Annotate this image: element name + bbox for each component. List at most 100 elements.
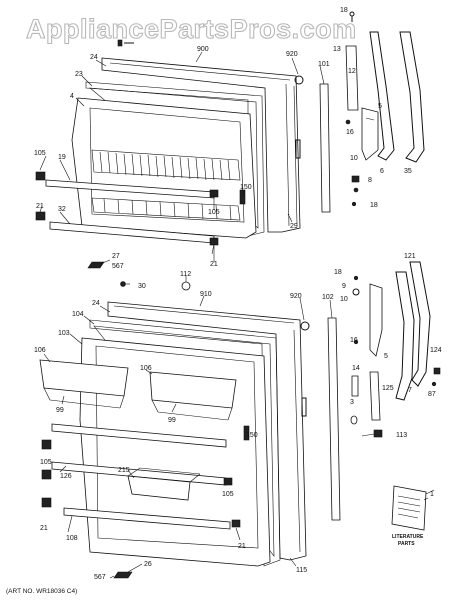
callout-567: 567: [94, 574, 106, 581]
callout-910: 910: [200, 291, 212, 298]
fresh-food-shelf-bar-middle: [51, 423, 227, 448]
callout-4: 4: [70, 93, 74, 100]
shelf-end-cap-left-mid: [41, 439, 52, 450]
callout-900: 900: [197, 46, 209, 53]
callout-21: 21: [36, 203, 44, 210]
literature-label-line1: LITERATURE: [392, 534, 424, 540]
leader-lines: [39, 51, 429, 579]
callout-125: 125: [382, 385, 394, 392]
fresh-food-outer-door: [107, 301, 307, 561]
callout-920: 920: [286, 51, 298, 58]
shelf-support-150-bottom: [243, 425, 250, 441]
callout-8: 8: [368, 177, 372, 184]
shelf-end-cap-left-low: [41, 469, 52, 480]
callout-113: 113: [396, 432, 407, 439]
fresh-food-door-assembly: [39, 301, 310, 579]
callout-32: 32: [58, 206, 66, 213]
callout-6: 6: [380, 168, 384, 175]
literature-label-line2: PARTS: [398, 541, 415, 547]
hinge-shim-567-top: [87, 261, 105, 269]
callout-5: 5: [384, 353, 388, 360]
callout-87: 87: [428, 391, 436, 398]
callout-13: 13: [333, 46, 341, 53]
callout-105: 105: [222, 491, 234, 498]
callout-12: 12: [348, 68, 356, 75]
handle-cap-113: [373, 429, 383, 438]
callout-21: 21: [210, 261, 218, 268]
callout-108: 108: [66, 535, 78, 542]
callout-16: 16: [346, 129, 354, 136]
callout-126: 126: [60, 473, 72, 480]
fresh-food-handle-7: [395, 271, 415, 401]
callout-99: 99: [56, 407, 64, 414]
callout-215: 215: [118, 467, 130, 474]
part-callouts: 18 900 920 24 23 4 13 12 101 5 16 10 8 6…: [34, 7, 442, 581]
callout-150: 150: [240, 184, 252, 191]
freezer-outer-door: [101, 57, 301, 233]
fresh-food-trim-bar: [63, 507, 231, 530]
callout-23: 23: [75, 71, 83, 78]
trim-end-cap-left-top: [35, 211, 46, 221]
callout-9: 9: [342, 283, 346, 290]
handle-mount-125: [369, 371, 381, 421]
callout-105: 105: [40, 459, 52, 466]
callout-105: 105: [208, 209, 220, 216]
callout-1: 1: [430, 491, 434, 498]
callout-3: 3: [350, 399, 354, 406]
freezer-door-liner: [71, 97, 257, 239]
callout-10: 10: [340, 296, 348, 303]
callout-14: 14: [352, 365, 360, 372]
freezer-shelf-grille: [91, 149, 241, 221]
shelf-support-150-top: [239, 189, 246, 205]
callout-102: 102: [322, 294, 334, 301]
callout-121: 121: [404, 253, 416, 260]
callout-18: 18: [370, 202, 378, 209]
callout-27: 27: [112, 253, 120, 260]
callout-105: 105: [34, 150, 46, 157]
callout-18: 18: [340, 7, 348, 14]
callout-920: 920: [290, 293, 302, 300]
callout-99: 99: [168, 417, 176, 424]
callout-21: 21: [238, 543, 246, 550]
fresh-food-door-seal-strip: [327, 317, 341, 521]
callout-21: 21: [40, 525, 48, 532]
callout-104: 104: [72, 311, 84, 318]
fresh-food-handle-bracket: [369, 283, 383, 357]
callout-7: 7: [408, 387, 412, 394]
callout-106: 106: [34, 347, 46, 354]
callout-24: 24: [90, 54, 98, 61]
callout-106: 106: [140, 365, 152, 372]
callout-16: 16: [350, 337, 358, 344]
callout-112: 112: [180, 271, 191, 278]
callout-567: 567: [112, 263, 124, 270]
callout-150: 150: [246, 432, 258, 439]
shelf-end-cap-left-top: [35, 171, 46, 181]
callout-10: 10: [350, 155, 358, 162]
freezer-door-assembly: [35, 39, 304, 291]
callout-115: 115: [296, 567, 307, 574]
art-number: (ART NO. WR18036 C4): [6, 588, 77, 595]
shelf-end-cap-right-low: [223, 477, 233, 486]
freezer-handle-35: [399, 31, 425, 163]
fresh-food-handle-hardware: [327, 261, 441, 521]
freezer-handle-6: [369, 31, 395, 161]
callout-26: 26: [144, 561, 152, 568]
plug-112: [181, 281, 191, 291]
callout-18: 18: [334, 269, 342, 276]
callout-5: 5: [378, 103, 382, 110]
fresh-food-handle-121: [409, 261, 431, 387]
callout-29: 29: [290, 223, 298, 230]
freezer-door-seal-strip: [319, 83, 331, 213]
dairy-compartment: [127, 475, 191, 501]
hinge-shim-567-bottom: [113, 571, 133, 579]
freezer-handle-bracket: [345, 45, 359, 111]
callout-30: 30: [138, 283, 146, 290]
freezer-handle-hardware: [319, 11, 425, 213]
callout-24: 24: [92, 300, 100, 307]
shelf-end-cap-right-top: [209, 189, 219, 198]
trim-end-cap-left-bottom: [41, 497, 52, 508]
callout-101: 101: [318, 61, 330, 68]
callout-19: 19: [58, 154, 66, 161]
callout-35: 35: [404, 168, 412, 175]
